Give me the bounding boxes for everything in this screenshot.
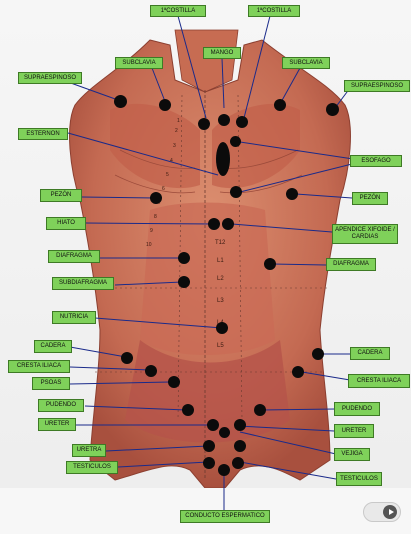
point-diafragma-left [178,252,190,264]
rib-marker: 4 [170,158,173,164]
label-subdiafragma: SUBDIAFRAGMA [52,277,114,290]
rib-marker: 3 [173,143,176,149]
point-cresta-iliaca-right [292,366,304,378]
spine-marker: L3 [217,298,224,304]
label-testiculos-right: TESTICULOS [336,472,382,486]
label-mango: MANGO [203,47,241,59]
label-psoas: PSOAS [32,377,70,390]
label-pudendo-left: PUDENDO [38,399,84,412]
play-icon [383,505,397,519]
label-vejiga: VEJIGA [334,448,370,461]
label-testiculos-left: TESTICULOS [66,461,118,474]
point-supraespinoso-left [114,95,127,108]
point-subdiafragma [178,276,190,288]
label-subclavia-right: SUBCLAVIA [282,57,330,69]
label-diafragma-right: DIAFRAGMA [326,258,376,271]
label-ureter-left: URETER [38,418,76,431]
rib-marker: 8 [154,214,157,220]
rib-marker: 10 [146,242,152,248]
label-esofago: ESOFAGO [350,155,402,167]
point-psoas [168,376,180,388]
point-hiato [208,218,220,230]
rib-marker: 5 [166,172,169,178]
point-mango [218,114,230,126]
point-supraespinoso-right [326,103,339,116]
label-conducto-espermatico: CONDUCTO ESPERMATICO [180,510,270,523]
point-esternon [216,142,230,176]
spine-marker: L2 [217,276,224,282]
label-apendice-xifoide-cardias: APENDICE XIFOIDE / CARDIAS [332,224,398,244]
label-cresta-iliaca-left: CRESTA ILIACA [8,360,70,373]
point-pezon-right [286,188,298,200]
rib-marker: 6 [162,186,165,192]
point-uretra [203,440,215,452]
rib-marker: 9 [150,228,153,234]
play-toggle-button[interactable] [363,502,401,522]
label-pudendo-right: PUDENDO [334,402,380,416]
point-cadera-right [312,348,324,360]
point-vejiga [219,427,230,438]
label-hiato: HIATO [46,217,86,230]
point-apendice-xifoide [222,218,234,230]
label-diafragma-left: DIAFRAGMA [48,250,100,263]
point-costilla-left [198,118,210,130]
point-cresta-iliaca-left [145,365,157,377]
point-pudendo-right [254,404,266,416]
label-supraespinoso-left: SUPRAESPINOSO [18,72,82,84]
label-cadera-left: CADERA [34,340,72,353]
label-cadera-right: CADERA [350,347,390,360]
label-1-costilla-left: 1ªCOSTILLA [150,5,206,17]
point-esofago-upper [230,136,241,147]
label-pezon-left: PEZÓN [40,189,82,202]
point-diafragma-right [264,258,276,270]
label-esternon: ESTERNON [18,128,68,140]
rib-marker: 2 [175,128,178,134]
label-uretra: URETRA [72,444,106,457]
label-nutricia: NUTRICIA [52,311,96,324]
point-subclavia-left [159,99,171,111]
label-pezon-right: PEZÓN [352,192,388,205]
point-subclavia-right [274,99,286,111]
spine-marker: L5 [217,343,224,349]
point-ureter-right [234,419,246,431]
point-ureter-left [207,419,219,431]
label-subclavia-left: SUBCLAVIA [115,57,163,69]
label-cresta-iliaca-right: CRESTA ILIACA [348,374,410,388]
point-testiculos-left [203,457,215,469]
label-ureter-right: URETER [334,424,374,438]
point-testiculos-right [232,457,244,469]
label-1-costilla-right: 1ªCOSTILLA [248,5,300,17]
point-uretra-right [234,440,246,452]
spine-marker: T12 [215,240,226,246]
rib-marker: 7 [158,200,161,206]
point-pezon-left [150,192,162,204]
point-esofago-lower [230,186,242,198]
point-pudendo-left [182,404,194,416]
point-cadera-left [121,352,133,364]
rib-marker: 1 [177,118,180,124]
point-conducto-espermatico [218,464,230,476]
point-nutricia [216,322,228,334]
spine-marker: L1 [217,258,224,264]
point-costilla-right [236,116,248,128]
label-supraespinoso-right: SUPRAESPINOSO [344,80,410,92]
